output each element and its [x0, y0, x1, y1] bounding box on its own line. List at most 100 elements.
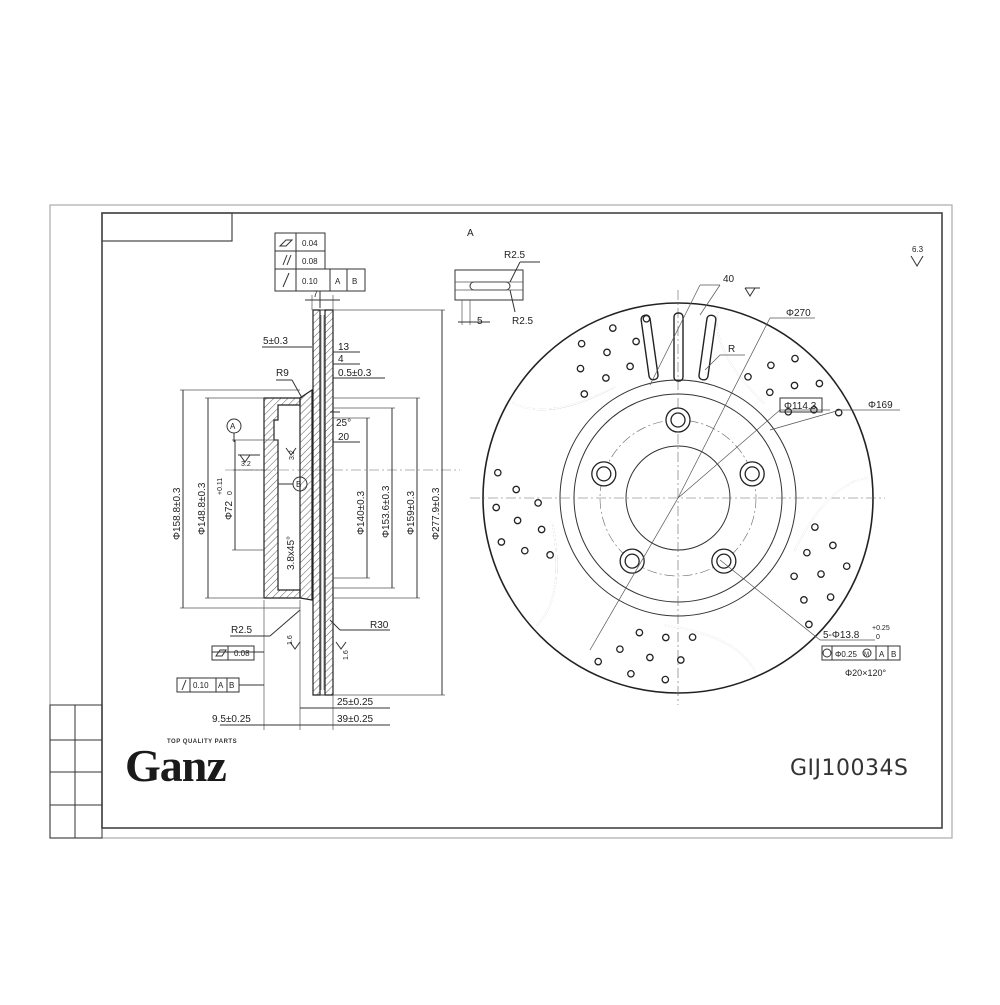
- svg-text:A: A: [230, 422, 236, 431]
- svg-text:Φ72: Φ72: [224, 500, 235, 520]
- svg-text:0.5±0.3: 0.5±0.3: [338, 368, 372, 379]
- svg-text:20: 20: [338, 432, 350, 443]
- brand-name: Ganz: [125, 740, 227, 791]
- svg-text:1.6: 1.6: [287, 635, 294, 645]
- drill-hole: [817, 570, 825, 578]
- svg-text:3.2: 3.2: [289, 450, 296, 460]
- bolt-hole-inner: [744, 466, 760, 482]
- drill-hole: [626, 362, 634, 371]
- svg-text:0.08: 0.08: [234, 649, 250, 658]
- svg-text:Φ0.25: Φ0.25: [835, 650, 858, 659]
- drill-hole: [803, 548, 811, 557]
- svg-text:Φ159±0.3: Φ159±0.3: [406, 491, 417, 535]
- svg-text:Φ158.8±0.3: Φ158.8±0.3: [172, 487, 183, 540]
- svg-text:40: 40: [723, 274, 735, 285]
- drill-holes: [492, 314, 851, 684]
- svg-text:B: B: [229, 681, 234, 690]
- bolt-hole-inner: [596, 466, 612, 482]
- svg-text:13: 13: [338, 342, 350, 353]
- drill-hole: [790, 572, 798, 581]
- drill-hole: [594, 657, 603, 666]
- left-margin-table: [49, 704, 103, 839]
- svg-text:Φ153.6±0.3: Φ153.6±0.3: [381, 485, 392, 538]
- drill-hole: [765, 388, 774, 397]
- curved-slot: [536, 523, 558, 626]
- svg-text:0.04: 0.04: [302, 239, 318, 248]
- svg-text:B: B: [352, 277, 357, 286]
- svg-text:A: A: [218, 681, 224, 690]
- drill-hole: [826, 593, 835, 601]
- curved-slot: [794, 477, 868, 551]
- svg-text:Φ140±0.3: Φ140±0.3: [356, 491, 367, 535]
- drill-hole: [576, 364, 585, 373]
- drill-hole: [608, 324, 617, 332]
- svg-text:0: 0: [876, 634, 880, 641]
- drill-hole: [492, 503, 501, 512]
- svg-text:1.6: 1.6: [343, 650, 350, 660]
- drill-hole: [676, 656, 685, 664]
- drill-hole: [493, 468, 502, 477]
- top-vent-slots: [640, 312, 717, 382]
- svg-text:A: A: [335, 277, 341, 286]
- drill-hole: [767, 361, 775, 370]
- neck-section: [299, 388, 313, 601]
- svg-text:6.3: 6.3: [912, 245, 924, 254]
- drill-hole: [791, 354, 799, 363]
- svg-text:25±0.25: 25±0.25: [337, 697, 374, 708]
- drill-hole: [829, 541, 837, 550]
- drill-hole: [512, 485, 521, 494]
- svg-text:Φ270: Φ270: [786, 308, 811, 319]
- drill-hole: [627, 669, 635, 678]
- drill-hole: [534, 499, 542, 507]
- disc-front-view: [470, 284, 901, 705]
- curved-slot-inner: [794, 477, 868, 551]
- drill-hole: [811, 523, 819, 531]
- detail-r25-top: R2.5: [504, 250, 526, 261]
- svg-text:+0.25: +0.25: [872, 625, 890, 632]
- drill-hole: [537, 525, 546, 534]
- svg-text:9.5±0.25: 9.5±0.25: [212, 714, 251, 725]
- curved-slot-inner: [512, 386, 615, 411]
- drill-hole: [513, 516, 522, 525]
- svg-text:B: B: [891, 650, 896, 659]
- inner-border: [101, 212, 943, 829]
- outer-face-section: [324, 309, 334, 696]
- roughness-corner-mark: 6.3: [910, 245, 924, 267]
- outer-border: [49, 204, 953, 839]
- bolt-holes: [591, 407, 765, 574]
- bolt-hole-inner: [624, 553, 640, 569]
- title-corner-box: [101, 212, 233, 242]
- drill-hole: [580, 390, 589, 398]
- drill-hole: [688, 633, 697, 642]
- drill-hole: [790, 381, 799, 390]
- svg-text:+0.11: +0.11: [217, 478, 224, 495]
- drill-hole: [577, 339, 586, 348]
- svg-text:R2.5: R2.5: [231, 625, 253, 636]
- drill-hole: [646, 653, 654, 662]
- section-dimension-labels: 7 5±0.3 13 4 0.5±0.3 R9 25° 20 A B 3.2 3…: [172, 289, 442, 725]
- section-a-label: A: [467, 228, 474, 239]
- bolt-hole-inner: [716, 553, 732, 569]
- svg-text:5-Φ13.8: 5-Φ13.8: [823, 630, 860, 641]
- svg-text:0.10: 0.10: [302, 277, 318, 286]
- svg-text:R30: R30: [370, 620, 389, 631]
- detail-r25-bottom: R2.5: [512, 316, 534, 327]
- svg-text:25°: 25°: [336, 418, 351, 429]
- svg-text:3.8x45°: 3.8x45°: [286, 536, 297, 570]
- drill-hole: [815, 379, 824, 388]
- svg-text:Φ20×120°: Φ20×120°: [845, 668, 886, 678]
- svg-text:7: 7: [313, 289, 318, 299]
- inner-face-section: [312, 309, 321, 696]
- bolt-hole-inner: [670, 412, 686, 428]
- drill-hole: [520, 546, 529, 555]
- section-view: [176, 295, 460, 730]
- drill-hole: [661, 675, 670, 684]
- svg-text:R: R: [728, 344, 735, 355]
- part-number: GIJ10034S: [790, 756, 909, 781]
- brand-tagline: TOP QUALITY PARTS: [167, 739, 238, 745]
- drill-hole: [661, 633, 670, 642]
- drill-hole: [616, 645, 624, 654]
- svg-text:4: 4: [338, 354, 344, 365]
